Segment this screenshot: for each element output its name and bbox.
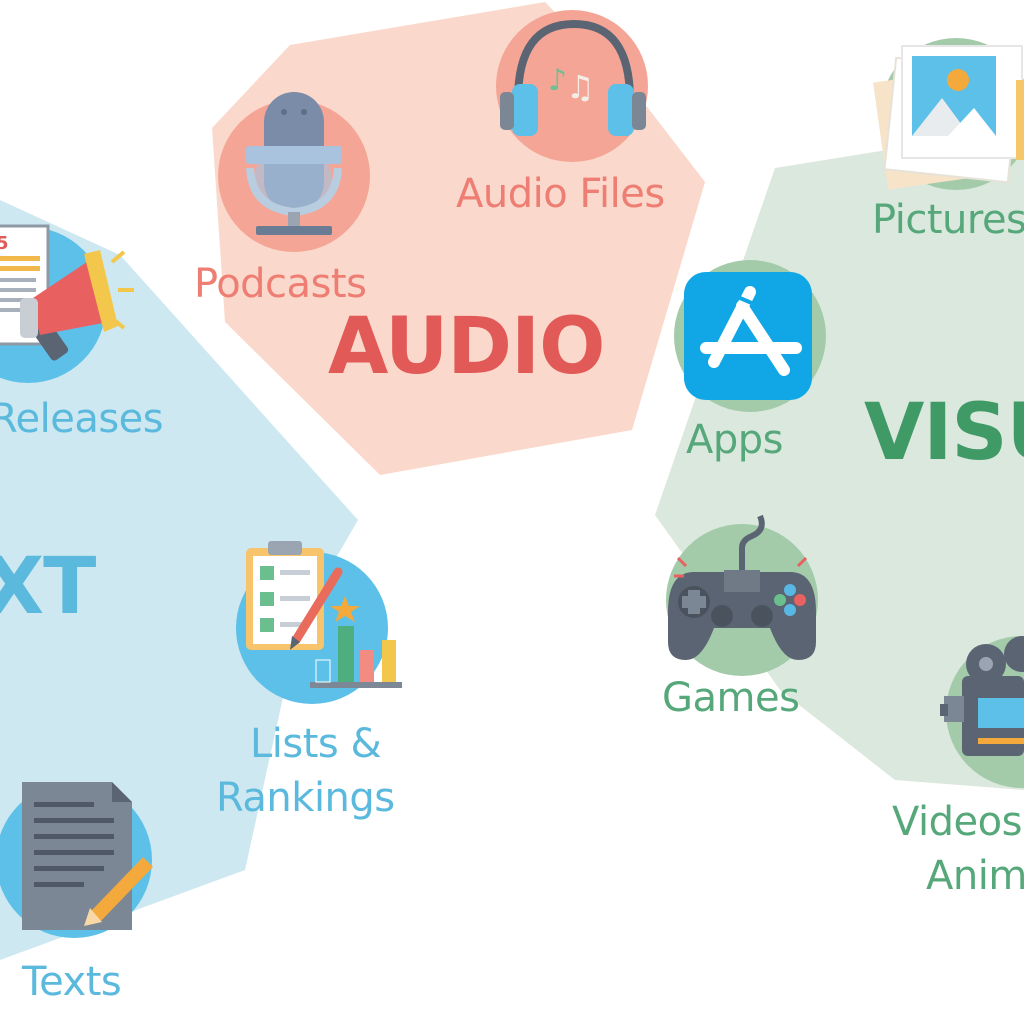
clipboard-chart-icon [236, 541, 402, 704]
visual-category-title: VISU [864, 388, 1024, 478]
gamepad-icon [666, 514, 818, 676]
apps-label: Apps [686, 417, 783, 463]
megaphone-newspaper-icon: 5 [0, 224, 134, 383]
pictures-label: Pictures [872, 197, 1024, 243]
audio-files-label: Audio Files [456, 171, 665, 217]
videos-label-line1: Videos [892, 799, 1022, 845]
videos-label-line2: Anim [926, 853, 1024, 899]
svg-text:5: 5 [0, 233, 9, 254]
photo-stack-icon [873, 38, 1024, 190]
text-category-title: XT [0, 542, 96, 632]
svg-text:♫: ♫ [566, 68, 595, 106]
lists-rankings-label-line1: Lists & [250, 721, 382, 767]
lists-rankings-label-line2: Rankings [216, 775, 395, 821]
text-region [0, 200, 358, 960]
microphone-icon [218, 92, 370, 252]
games-label: Games [662, 675, 800, 721]
app-store-icon [674, 260, 826, 412]
headphones-music-icon: ♪ ♫ [496, 10, 648, 162]
podcasts-label: Podcasts [194, 261, 367, 307]
svg-text:♪: ♪ [548, 63, 567, 98]
audio-category-title: AUDIO [328, 302, 605, 392]
releases-label: Releases [0, 396, 164, 442]
document-pencil-icon [0, 782, 154, 938]
video-camera-icon [940, 636, 1024, 788]
texts-label: Texts [22, 959, 122, 1005]
